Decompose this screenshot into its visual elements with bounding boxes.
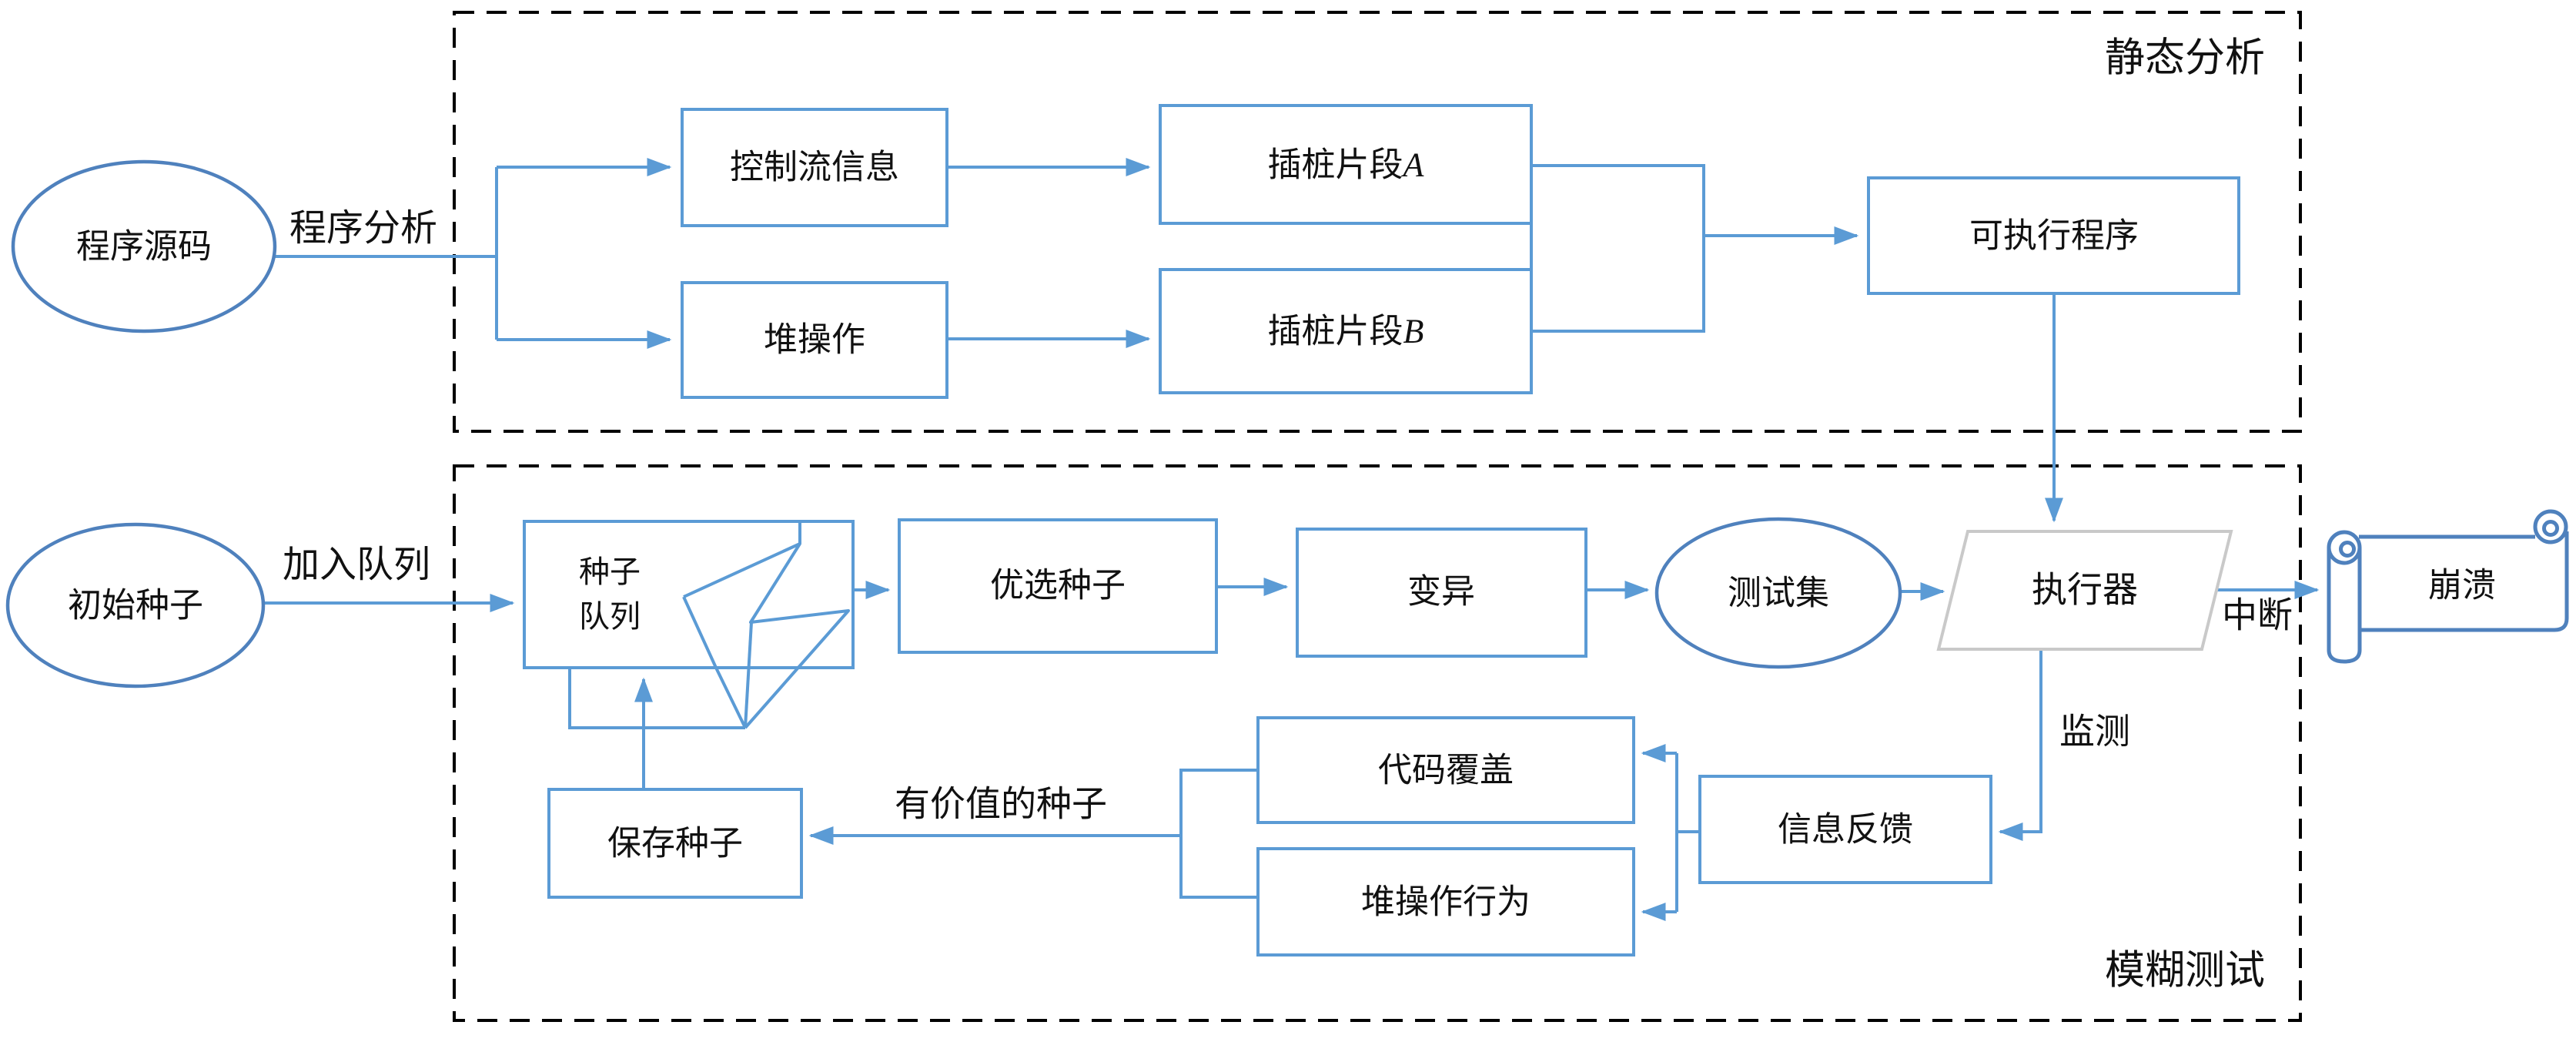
initial-seed-ellipse — [5, 522, 266, 688]
mutation-box — [1296, 528, 1587, 658]
heap-operations-box — [681, 281, 948, 399]
heap-behavior-label: 堆操作行为 — [1361, 883, 1531, 921]
executable-program-label: 可执行程序 — [1969, 216, 2139, 255]
control-flow-label: 控制流信息 — [730, 148, 899, 186]
fuzz-testing-region-border — [453, 464, 2302, 1022]
crash-label: 崩溃 — [2428, 566, 2496, 605]
feedback-split-connector — [1675, 753, 1700, 912]
coverage-merge-connector — [1179, 769, 1258, 899]
executor-parallelogram — [1936, 530, 2233, 651]
instrumentation-merge-connector — [1530, 164, 1705, 333]
instrumentation-a-box — [1159, 104, 1533, 225]
test-set-label: 测试集 — [1728, 574, 1829, 612]
heap-operations-label: 堆操作 — [764, 320, 865, 359]
monitor-edge-label: 监测 — [2059, 712, 2130, 752]
info-feedback-label: 信息反馈 — [1778, 810, 1913, 849]
arrow-executor-to-feedback — [1998, 649, 2042, 841]
save-seed-label: 保存种子 — [607, 824, 743, 863]
source-split-connector — [275, 167, 498, 340]
interrupt-edge-label: 中断 — [2222, 595, 2293, 635]
preferred-seed-box — [898, 518, 1218, 654]
program-source-ellipse — [11, 159, 277, 333]
instrumentation-b-label: 插桩片段B — [1268, 310, 1424, 353]
save-seed-box — [547, 788, 803, 899]
instrumentation-b-text: 插桩片段 — [1267, 312, 1403, 350]
executor-label: 执行器 — [2032, 570, 2138, 610]
seed-queue-label-line1: 种子 — [579, 554, 641, 589]
program-source-label: 程序源码 — [76, 227, 212, 266]
initial-seed-label: 初始种子 — [68, 586, 203, 625]
code-coverage-box — [1256, 716, 1635, 824]
seed-queue-funnel-icon — [682, 523, 850, 729]
join-queue-edge-label: 加入队列 — [282, 544, 431, 585]
crash-scroll-shape — [2327, 509, 2569, 664]
static-analysis-region-border — [453, 11, 2302, 433]
test-set-ellipse — [1654, 517, 1902, 669]
seed-queue-label-line2: 队列 — [579, 599, 641, 634]
instrumentation-b-box — [1159, 268, 1533, 394]
executable-program-box — [1867, 176, 2240, 295]
instrumentation-a-suffix: A — [1403, 146, 1424, 184]
instrumentation-a-text: 插桩片段 — [1267, 146, 1403, 184]
mutation-label: 变异 — [1407, 572, 1475, 611]
info-feedback-box — [1698, 775, 1992, 884]
seed-queue-label: 种子队列 — [579, 550, 641, 639]
queue-recycle-connector — [568, 668, 745, 729]
program-analysis-edge-label: 程序分析 — [289, 208, 438, 249]
control-flow-box — [681, 108, 948, 227]
code-coverage-label: 代码覆盖 — [1378, 751, 1514, 789]
instrumentation-b-suffix: B — [1403, 312, 1424, 350]
heap-behavior-box — [1256, 847, 1635, 957]
preferred-seed-label: 优选种子 — [990, 566, 1126, 605]
static-analysis-region-label: 静态分析 — [2104, 36, 2266, 81]
fuzz-testing-region-label: 模糊测试 — [2104, 949, 2266, 993]
valuable-seed-edge-label: 有价值的种子 — [895, 784, 1107, 824]
instrumentation-a-label: 插桩片段A — [1268, 144, 1424, 186]
